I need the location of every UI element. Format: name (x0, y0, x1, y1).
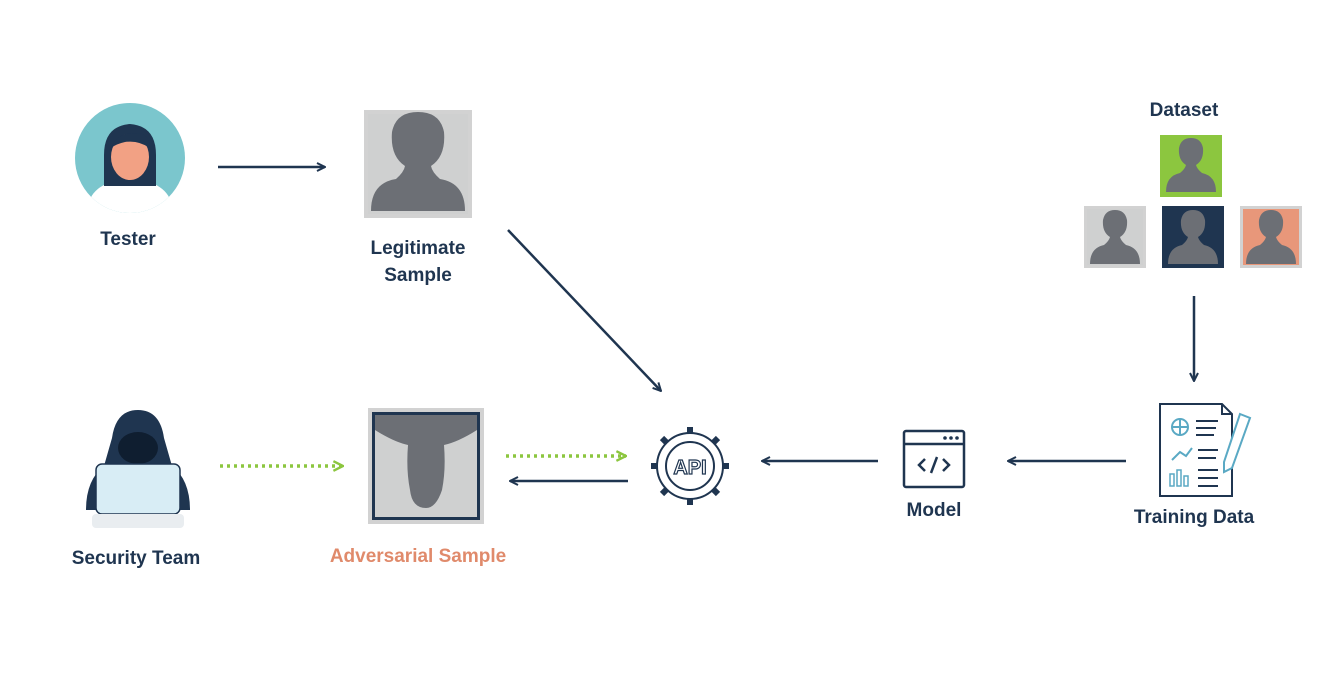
dataset-photo-salmon (1240, 206, 1302, 268)
arrow-legitimate-to-api (507, 229, 661, 391)
legitimate-sample-label-line2: Sample (384, 265, 452, 286)
dataset-photo-green (1160, 135, 1222, 197)
adversarial-sample-photo (368, 408, 484, 524)
hooded-hacker-icon (86, 410, 190, 528)
legitimate-sample-label: Legitimate Sample (348, 235, 488, 289)
api-text: API (673, 457, 706, 479)
training-data-label: Training Data (1133, 507, 1255, 528)
dataset-photo-navy (1162, 206, 1224, 268)
security-team-label: Security Team (71, 548, 201, 569)
dataset-photo-gray (1084, 206, 1146, 268)
dataset-label: Dataset (1149, 100, 1219, 121)
tester-label: Tester (100, 229, 156, 250)
api-gear-icon: API (651, 427, 729, 505)
tester-avatar-icon (75, 103, 185, 213)
code-window-icon (902, 429, 966, 489)
document-pencil-icon (1159, 403, 1252, 497)
model-label: Model (906, 500, 962, 521)
legitimate-sample-label-line1: Legitimate (370, 238, 466, 259)
legitimate-sample-photo (364, 110, 472, 218)
adversarial-sample-label: Adversarial Sample (329, 546, 507, 567)
